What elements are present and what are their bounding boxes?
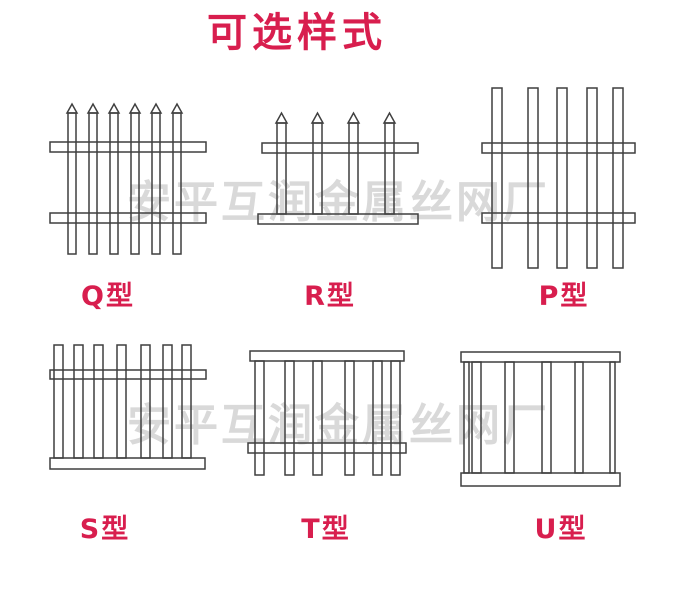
rail: [481, 212, 636, 224]
fence-figure-u: [460, 351, 621, 487]
picket: [348, 122, 359, 215]
rail: [257, 213, 419, 225]
label-style-r: R型: [304, 281, 356, 312]
picket: [254, 360, 265, 476]
fence-figure-s: [49, 344, 207, 470]
rail: [49, 457, 206, 470]
picket: [609, 361, 616, 474]
rail: [481, 142, 636, 154]
rail: [49, 141, 207, 153]
fence-figure-q: [49, 102, 207, 255]
picket: [471, 361, 482, 474]
picket: [390, 360, 401, 476]
picket: [574, 361, 584, 474]
fence-figure-t: [247, 350, 407, 476]
rail: [247, 442, 407, 454]
picket: [88, 112, 98, 255]
rail: [49, 369, 207, 380]
page-title: 可选样式: [207, 10, 387, 56]
picket: [67, 112, 77, 255]
picket: [504, 361, 515, 474]
picket: [93, 344, 104, 459]
label-style-q: Q型: [81, 281, 135, 312]
picket-tip: [310, 111, 325, 124]
picket: [284, 360, 295, 476]
picket-tip: [128, 102, 142, 114]
picket: [162, 344, 173, 459]
picket: [172, 112, 182, 255]
label-style-p: P型: [538, 281, 590, 312]
fence-figure-r: [257, 111, 419, 225]
fence-figure-p: [481, 87, 636, 269]
label-style-u: U型: [534, 514, 588, 545]
picket: [73, 344, 84, 459]
picket: [181, 344, 192, 459]
picket: [463, 361, 470, 474]
picket: [556, 87, 568, 269]
picket: [612, 87, 624, 269]
rail: [261, 142, 419, 154]
picket: [312, 122, 323, 215]
picket: [384, 122, 395, 215]
picket: [116, 344, 127, 459]
picket: [140, 344, 151, 459]
picket: [276, 122, 287, 215]
picket-tip: [346, 111, 361, 124]
label-style-t: T型: [301, 514, 351, 545]
watermark-text-top: 安平互润金属丝网厂: [127, 177, 550, 228]
picket-tip: [274, 111, 289, 124]
picket-tip: [149, 102, 163, 114]
picket: [586, 87, 598, 269]
rail: [460, 351, 621, 363]
picket: [312, 360, 323, 476]
label-style-s: S型: [79, 514, 131, 545]
picket: [53, 344, 64, 459]
picket-tip: [65, 102, 79, 114]
rail: [249, 350, 405, 362]
picket-tip: [86, 102, 100, 114]
picket: [541, 361, 552, 474]
picket: [372, 360, 383, 476]
picket-tip: [107, 102, 121, 114]
picket: [151, 112, 161, 255]
picket: [130, 112, 140, 255]
picket-tip: [382, 111, 397, 124]
picket: [527, 87, 539, 269]
picket: [344, 360, 355, 476]
picket: [491, 87, 503, 269]
picket-tip: [170, 102, 184, 114]
rail: [49, 212, 207, 224]
picket: [109, 112, 119, 255]
rail: [460, 472, 621, 487]
